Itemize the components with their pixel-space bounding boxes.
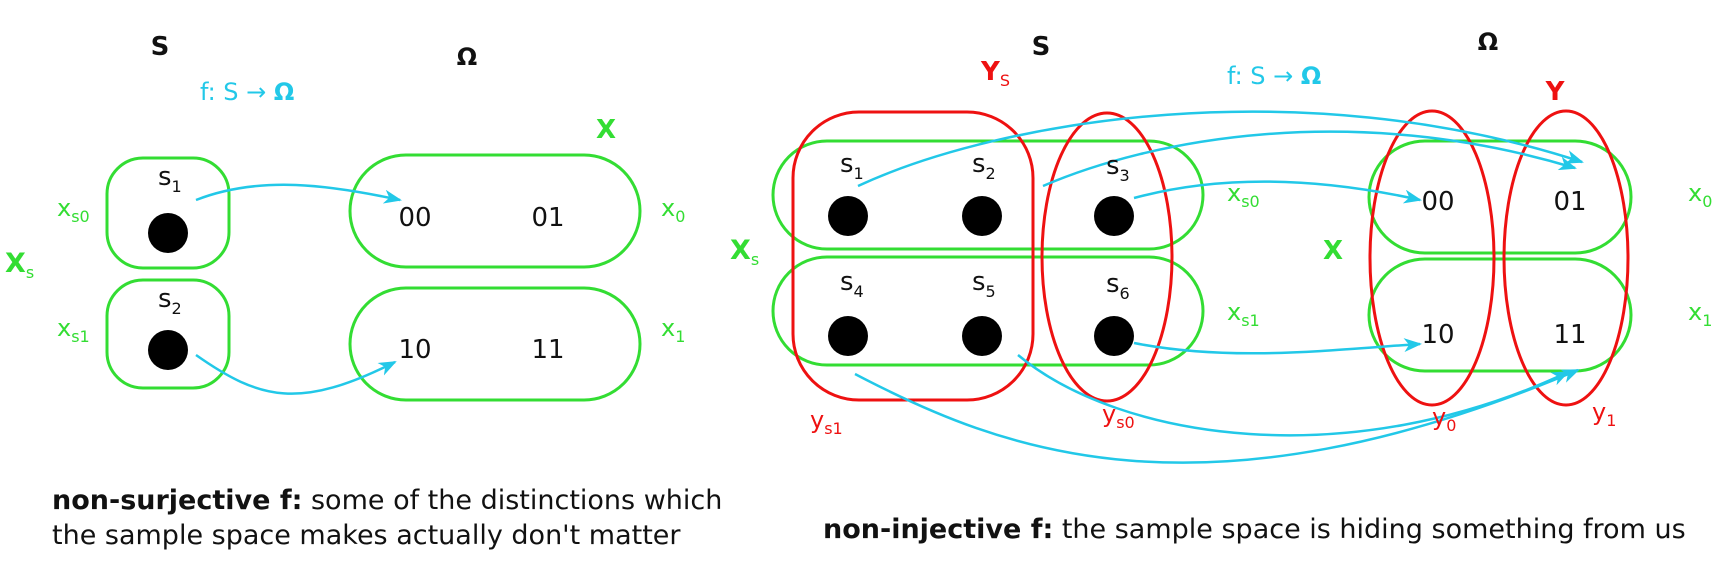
- left-xs1-label: xs1: [57, 314, 90, 346]
- right-y-label: Y: [1545, 77, 1566, 107]
- right-x-label: X: [1323, 236, 1343, 266]
- right-set-s-label: S: [1032, 32, 1051, 62]
- left-point-s2: [148, 330, 188, 370]
- left-s2-label: s2: [158, 284, 182, 318]
- right-ys1-region: [791, 110, 1035, 402]
- right-point-s5: [962, 316, 1002, 356]
- right-caption-bold: non-injective f:: [823, 514, 1054, 545]
- right-y0-region: [1368, 109, 1496, 407]
- right-s4-label: s4: [840, 267, 864, 301]
- right-outcome-01: 01: [1553, 187, 1586, 217]
- right-s5-label: s5: [972, 267, 996, 301]
- right-arrow-s4-11: [854, 368, 1580, 464]
- left-outcome-00: 00: [398, 203, 431, 233]
- right-arrow-s5-11: [1017, 354, 1570, 437]
- left-x0-ellipse: [348, 153, 642, 269]
- right-diagram: YS S f: S → Ω Ω Y X Xs xs0 xs1 x0 x1 ys1…: [730, 28, 1712, 464]
- right-outcome-10: 10: [1421, 320, 1454, 350]
- right-x0-ellipse: [1367, 139, 1633, 255]
- left-x0-label: x0: [661, 194, 685, 226]
- left-outcome-11: 11: [531, 335, 564, 365]
- left-arrow-s2-10: [195, 353, 397, 395]
- right-xs1-ellipse: [771, 255, 1205, 367]
- right-y1-label: y1: [1592, 398, 1616, 430]
- left-outcome-10: 10: [398, 335, 431, 365]
- right-arrow-s1-01: [857, 110, 1584, 188]
- left-outcome-01: 01: [531, 203, 564, 233]
- right-y1-region: [1502, 109, 1630, 407]
- right-xs1-label: xs1: [1227, 298, 1260, 330]
- left-arrow-s1-00: [195, 183, 402, 204]
- left-set-s-label: S: [151, 32, 170, 62]
- left-caption-bold: non-surjective f:: [52, 485, 303, 516]
- right-s3-label: s3: [1106, 151, 1130, 185]
- right-point-s4: [828, 316, 868, 356]
- right-point-s3: [1094, 196, 1134, 236]
- right-arrow-s3-00: [1133, 180, 1422, 204]
- right-ys0-region: [1040, 111, 1174, 403]
- left-caption: non-surjective f: some of the distinctio…: [52, 483, 732, 553]
- right-y0-label: y0: [1432, 403, 1456, 435]
- right-s1-label: s1: [840, 149, 864, 183]
- left-x1-label: x1: [661, 314, 685, 346]
- right-s6-label: s6: [1106, 269, 1130, 303]
- right-set-omega-label: Ω: [1478, 28, 1498, 56]
- right-point-s6: [1094, 316, 1134, 356]
- right-s2-label: s2: [972, 149, 996, 183]
- left-diagram: S Ω f: S → Ω X Xs xs0 xs1 x0 x1 s1 s2 00…: [5, 32, 685, 402]
- right-point-s2: [962, 196, 1002, 236]
- right-caption: non-injective f: the sample space is hid…: [823, 512, 1723, 547]
- right-ys-label: YS: [980, 57, 1010, 90]
- right-outcome-00: 00: [1421, 187, 1454, 217]
- right-outcome-11: 11: [1553, 320, 1586, 350]
- left-x1-ellipse: [348, 286, 642, 402]
- left-sample-s1-box: [105, 156, 231, 270]
- right-x0-label: x0: [1688, 179, 1712, 211]
- right-ys1-label: ys1: [810, 406, 843, 438]
- left-s1-label: s1: [158, 162, 182, 196]
- left-set-omega-label: Ω: [457, 43, 477, 71]
- right-arrow-s6-10: [1133, 338, 1422, 355]
- right-xs-label: Xs: [730, 235, 759, 269]
- left-xs0-label: xs0: [57, 194, 90, 226]
- left-point-s1: [148, 213, 188, 253]
- right-point-s1: [828, 196, 868, 236]
- right-arrow-s2-01: [1042, 130, 1577, 188]
- right-x1-ellipse: [1367, 257, 1633, 373]
- right-ys0-label: ys0: [1102, 400, 1135, 432]
- left-xs-label: Xs: [5, 248, 34, 282]
- right-x1-label: x1: [1688, 298, 1712, 330]
- right-function-label: f: S → Ω: [1227, 62, 1321, 90]
- right-caption-text: the sample space is hiding something fro…: [1053, 514, 1686, 545]
- left-sample-s2-box: [105, 278, 231, 390]
- left-caption-text: some of the distinctions which the sampl…: [52, 485, 723, 551]
- left-function-label: f: S → Ω: [200, 78, 294, 106]
- left-x-label: X: [596, 115, 616, 145]
- right-xs0-label: xs0: [1227, 179, 1260, 211]
